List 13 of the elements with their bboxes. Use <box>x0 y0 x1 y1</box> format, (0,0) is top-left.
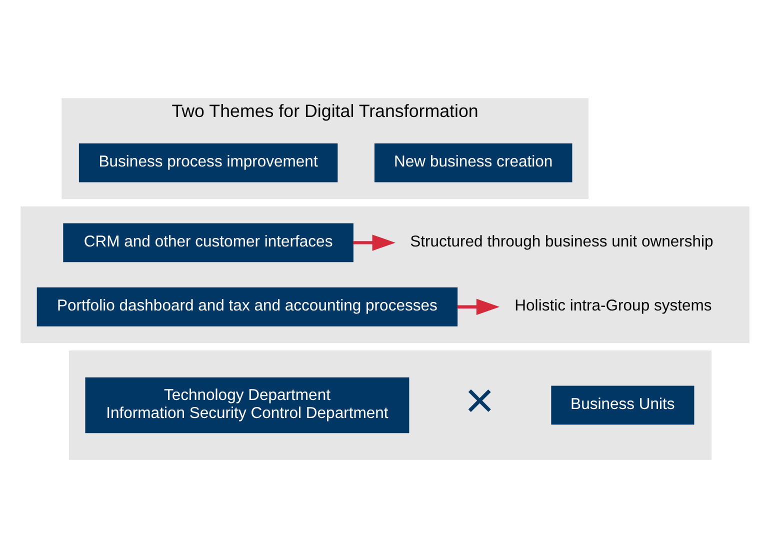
cluster <box>68 350 712 460</box>
node-text: Structured through business unit ownership <box>410 233 714 250</box>
node-box: Portfolio dashboard and tax and accounting processes <box>36 287 458 326</box>
node-box: Business Units <box>551 386 694 425</box>
node-box: CRM and other customer interfaces <box>63 223 354 262</box>
node-box: Technology Department Information Security Control Department <box>85 377 410 434</box>
node-box: Business process improvement <box>78 143 338 182</box>
cluster <box>20 206 750 344</box>
arrow <box>353 234 396 251</box>
node-text: Holistic intra-Group systems <box>514 298 712 315</box>
node-box: New business creation <box>374 143 572 182</box>
arrow <box>457 298 500 315</box>
label: × <box>464 372 494 429</box>
